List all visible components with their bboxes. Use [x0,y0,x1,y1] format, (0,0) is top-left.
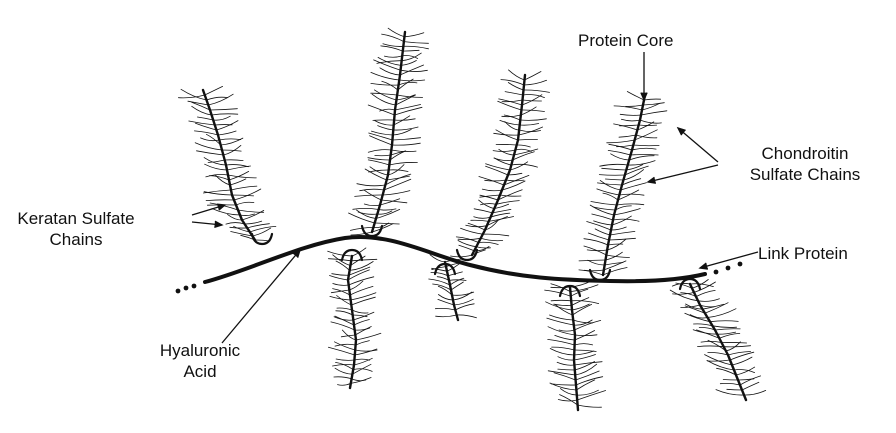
backbone-dot [192,284,197,289]
label-chondroitin-line1: Chondroitin [715,143,895,164]
label-hyaluronic-line1: Hyaluronic [140,340,260,361]
monomer-up-2-chains [349,28,429,235]
aggregate-drawing [176,28,766,410]
label-keratan-line2: Chains [6,229,146,250]
pointer-chondroitin-2-head [648,177,656,183]
label-keratan-line1: Keratan Sulfate [6,208,146,229]
backbone-dot [176,289,181,294]
monomer-up-1-chains [178,86,276,241]
backbone-dot [184,286,189,291]
pointer-keratan-1-head [217,204,225,210]
label-pointers [192,52,758,343]
label-hyaluronic-line2: Acid [140,361,260,382]
pointer-chondroitin-1 [678,128,718,162]
backbone-dot [714,270,719,275]
pointer-keratan-2-head [214,221,222,227]
backbone-dot [738,262,743,267]
label-keratan-sulfate-chains: Keratan Sulfate Chains [6,208,146,250]
monomer-up-3-chains [451,70,550,257]
label-hyaluronic-acid: Hyaluronic Acid [140,340,260,382]
backbone-dot [726,266,731,271]
label-protein-core: Protein Core [578,30,673,51]
monomer-down-1-chains [328,248,381,385]
pointer-link-protein-head [700,263,708,269]
label-link-protein: Link Protein [758,243,848,264]
pointer-chondroitin-2 [648,165,718,182]
link-protein-bracket [590,270,610,280]
label-chondroitin-sulfate-chains: Chondroitin Sulfate Chains [715,143,895,185]
pointer-link-protein [700,252,758,268]
label-chondroitin-line2: Sulfate Chains [715,164,895,185]
